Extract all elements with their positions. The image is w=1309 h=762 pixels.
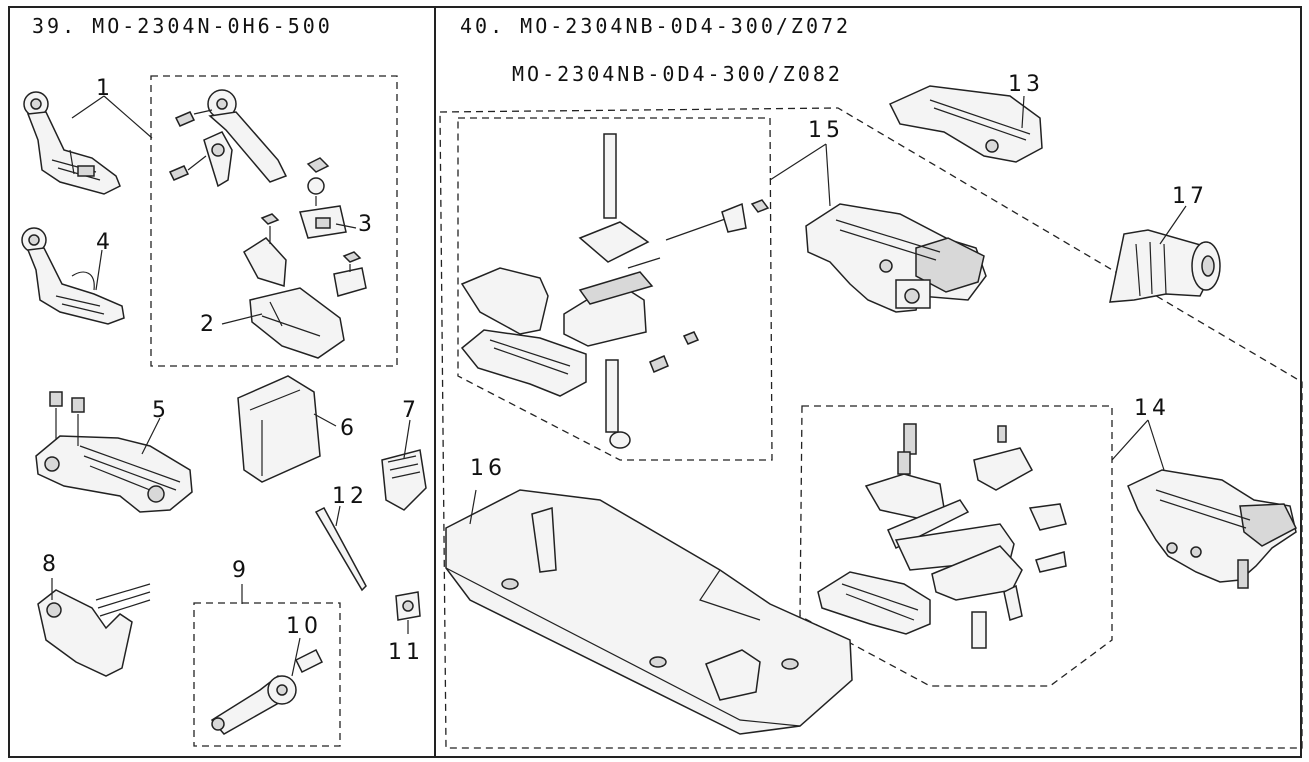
presser-arm-exploded-illustration — [168, 89, 288, 188]
assembly-15-illustration — [805, 203, 987, 313]
assembly-15-exploded-illustration — [460, 133, 770, 449]
label-11: 11 — [388, 640, 424, 665]
presser-foot-4-illustration — [21, 227, 125, 325]
label-14: 14 — [1134, 396, 1170, 421]
group-box-14 — [799, 405, 1113, 687]
presser-foot-1-illustration — [23, 91, 121, 195]
looper-9-10-illustration — [210, 648, 324, 735]
label-4: 4 — [96, 230, 114, 255]
group-box-looper — [193, 602, 341, 747]
label-3: 3 — [358, 212, 376, 237]
cylinder-17-illustration — [1109, 229, 1221, 303]
label-5: 5 — [152, 398, 170, 423]
assembly-14-exploded-illustration — [817, 423, 1067, 649]
part-11-illustration — [395, 591, 421, 621]
label-9: 9 — [232, 558, 250, 583]
group-box-outer — [439, 107, 1303, 749]
label-10: 10 — [286, 614, 322, 639]
label-6: 6 — [340, 416, 358, 441]
label-2: 2 — [200, 312, 218, 337]
group-box-presser-parts — [150, 75, 398, 367]
label-7: 7 — [402, 398, 420, 423]
needle-12-illustration — [314, 507, 367, 592]
label-1: 1 — [96, 76, 114, 101]
cover-6-illustration — [237, 375, 321, 483]
needle-plate-13-illustration — [888, 85, 1043, 163]
right-panel-title-line1: 40. MO-2304NB-0D4-300/Z072 — [460, 14, 852, 38]
bed-16-illustration — [445, 489, 853, 735]
feed-dog-7-illustration — [381, 449, 427, 511]
label-13: 13 — [1008, 72, 1044, 97]
assembly-14-illustration — [1127, 469, 1297, 589]
needle-plate-5-illustration — [35, 391, 193, 513]
label-12: 12 — [332, 484, 368, 509]
label-17: 17 — [1172, 184, 1208, 209]
presser-foot-2-3-illustration — [243, 157, 367, 359]
left-panel-title: 39. MO-2304N-0H6-500 — [32, 14, 333, 38]
label-8: 8 — [42, 552, 60, 577]
feed-bar-8-illustration — [37, 583, 151, 677]
label-15: 15 — [808, 118, 844, 143]
right-panel-title-line2: MO-2304NB-0D4-300/Z082 — [512, 62, 843, 86]
label-16: 16 — [470, 456, 506, 481]
